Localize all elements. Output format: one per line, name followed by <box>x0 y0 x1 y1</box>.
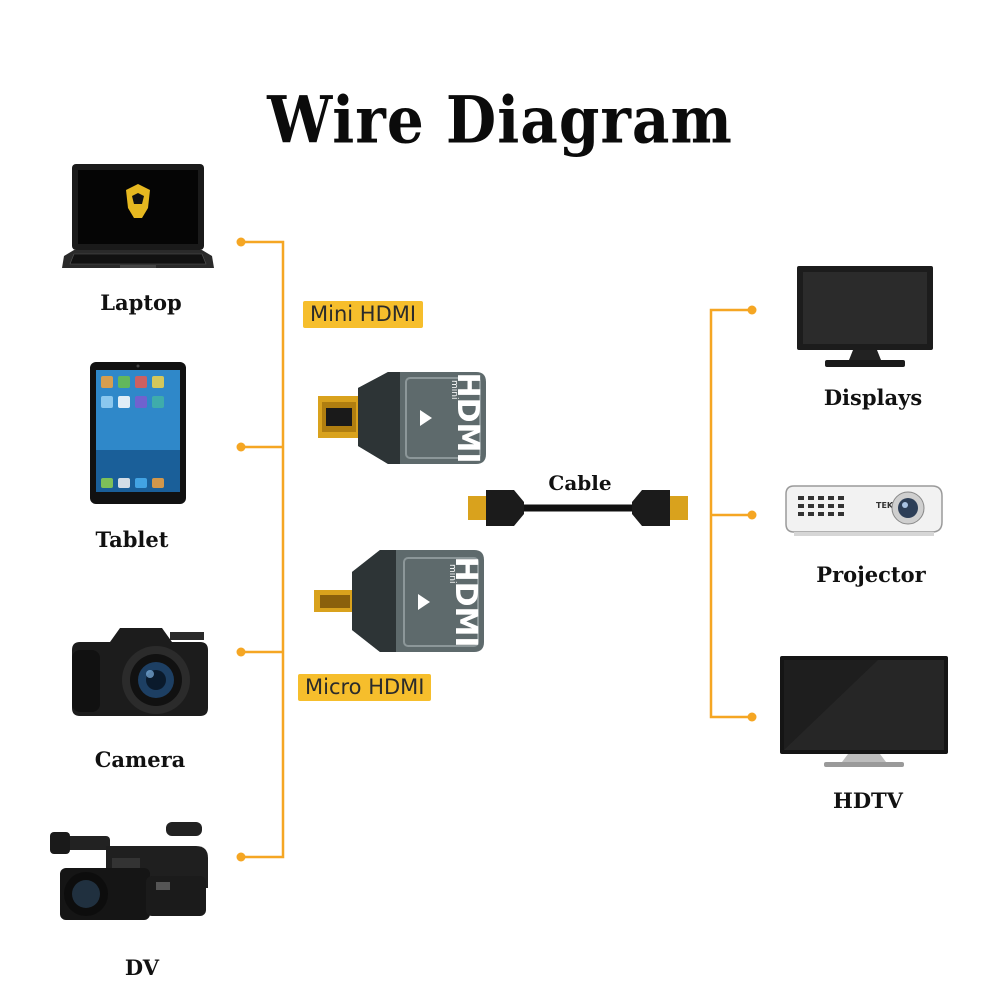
projector-icon: TEK <box>785 485 943 536</box>
projector-brand: TEK <box>876 501 894 510</box>
output-label: Displays <box>823 385 923 410</box>
source-label: DV <box>124 955 160 980</box>
tv-icon <box>780 656 948 767</box>
adapter-sub: mini <box>447 564 457 583</box>
cable-label: Cable <box>548 471 612 495</box>
diagram-title: Wire Diagram <box>267 81 733 159</box>
micro-hdmi-tag: Micro HDMI <box>298 674 432 701</box>
dot-hdtv <box>747 712 757 722</box>
left-bus-line <box>241 240 285 859</box>
adapter-brand: HDMI <box>450 372 485 463</box>
dot-displays <box>747 305 757 315</box>
camcorder-icon <box>50 822 208 920</box>
source-label: Camera <box>94 747 186 772</box>
dot-projector <box>747 510 757 520</box>
dot-dv <box>236 852 246 862</box>
camera-icon <box>72 628 208 716</box>
mini-hdmi-tag: Mini HDMI <box>303 301 424 328</box>
hdmi-cable <box>468 490 688 526</box>
micro-hdmi-adapter: HDMI mini <box>314 550 484 652</box>
tablet-icon <box>90 362 186 504</box>
dot-tablet <box>236 442 246 452</box>
laptop-icon <box>62 164 214 268</box>
adapter-brand: HDMI <box>448 556 483 647</box>
dot-camera <box>236 647 246 657</box>
source-label: Laptop <box>100 290 182 315</box>
monitor-icon <box>797 266 933 367</box>
output-label: Projector <box>816 562 926 587</box>
output-label: HDTV <box>833 788 903 813</box>
adapter-sub: mini <box>449 380 459 399</box>
right-bus-line <box>709 308 752 719</box>
mini-hdmi-adapter: HDMI mini <box>318 372 486 464</box>
source-label: Tablet <box>95 527 169 552</box>
dot-laptop <box>236 237 246 247</box>
